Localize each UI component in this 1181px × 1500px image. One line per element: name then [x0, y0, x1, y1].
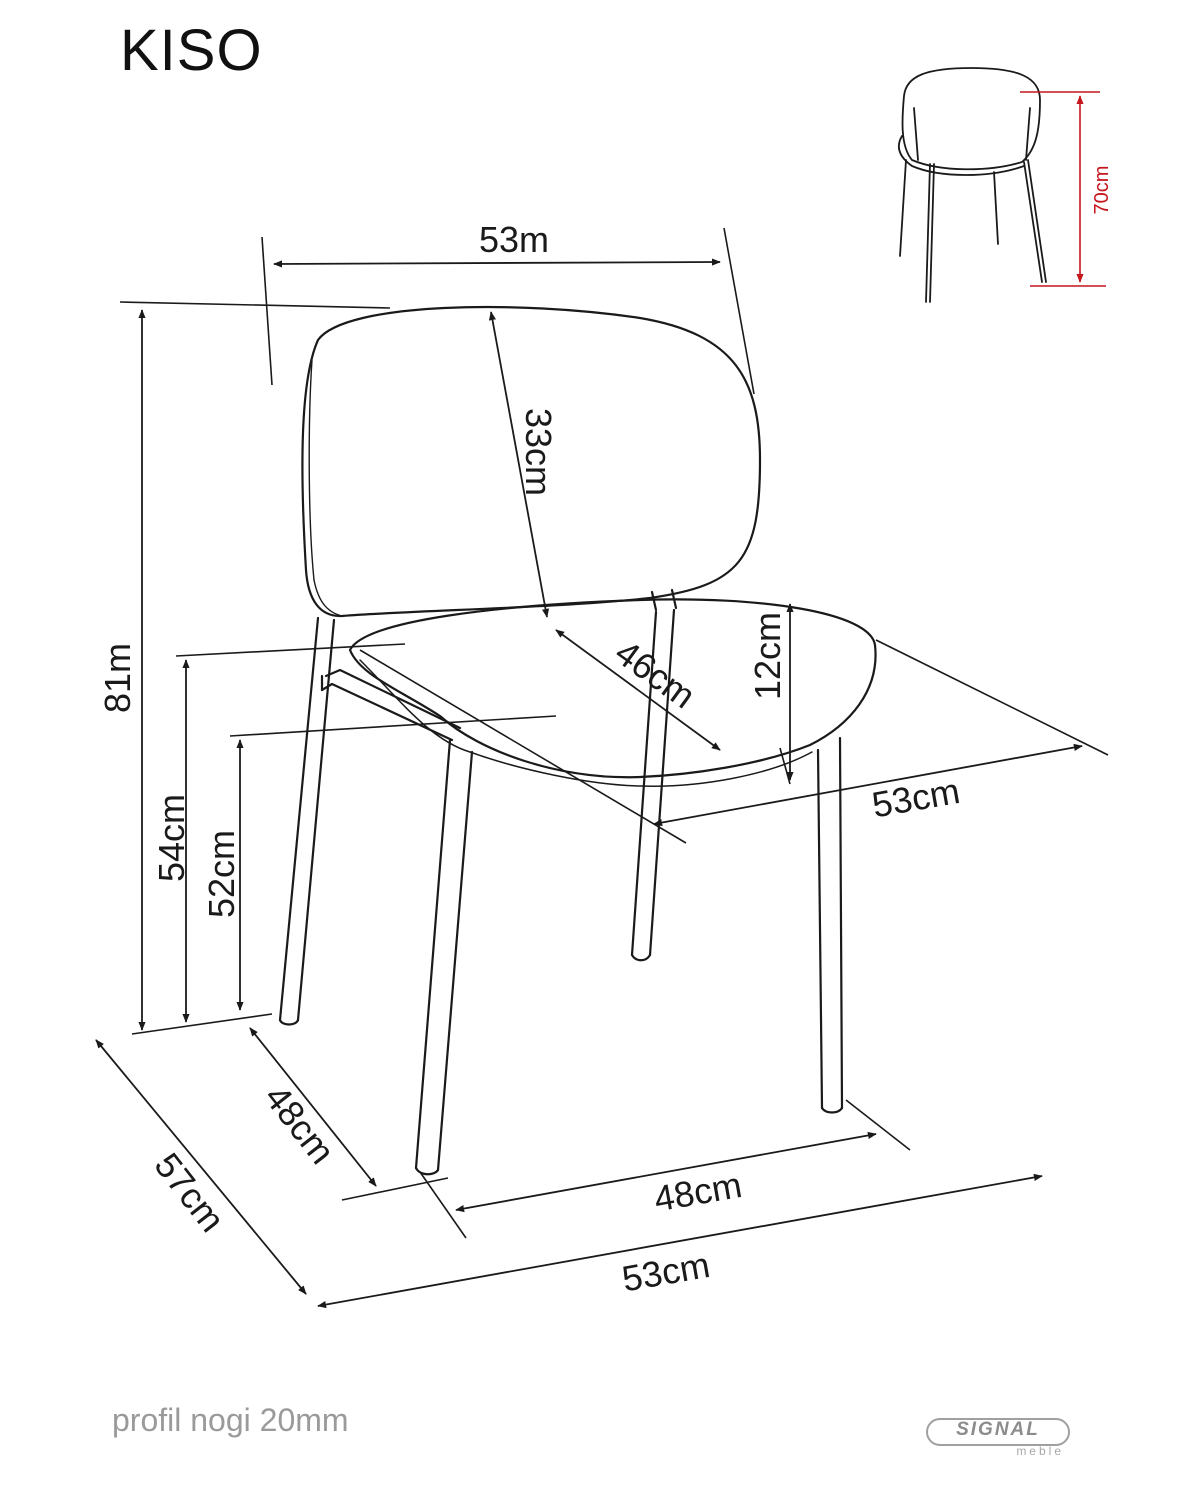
label-side-57: 57cm [147, 1145, 234, 1240]
thumbnail-chair-back-view [897, 67, 1047, 303]
extension-lines [119, 227, 1109, 1239]
dimension-arrows [95, 258, 1083, 1309]
back-height-arrow [488, 311, 550, 618]
back-width-arrow [273, 258, 721, 268]
label-height-52: 52cm [201, 830, 242, 918]
label-seat-thickness: 12cm [747, 612, 788, 700]
label-back-width: 53m [479, 219, 549, 260]
brand-logo-frame [926, 1418, 1070, 1446]
label-front-53: 53cm [619, 1244, 713, 1300]
label-total-height: 81m [97, 643, 138, 713]
seat-width-arrow [653, 743, 1083, 827]
brand-logo: SIGNAL meble [926, 1418, 1070, 1460]
dimension-labels: 53m 33cm 81m 54cm 52cm 46cm 12cm 53cm 48… [97, 219, 963, 1300]
seat-depth-arrow [555, 629, 721, 751]
brand-name: SIGNAL [956, 1419, 1040, 1440]
label-side-48: 48cm [257, 1077, 344, 1172]
front-53-arrow [317, 1173, 1043, 1309]
thumbnail-dimension [1020, 91, 1106, 287]
label-thumb-height: 70cm [1091, 166, 1113, 215]
label-back-height: 33cm [518, 408, 559, 496]
product-title: KISO [120, 18, 263, 83]
side-57-arrow [95, 1039, 307, 1295]
chair-outline [278, 305, 877, 1176]
leg-profile-note: profil nogi 20mm [112, 1402, 349, 1438]
brand-subtitle: meble [1016, 1444, 1064, 1458]
label-seat-width: 53cm [869, 770, 963, 826]
label-height-54: 54cm [151, 794, 192, 882]
